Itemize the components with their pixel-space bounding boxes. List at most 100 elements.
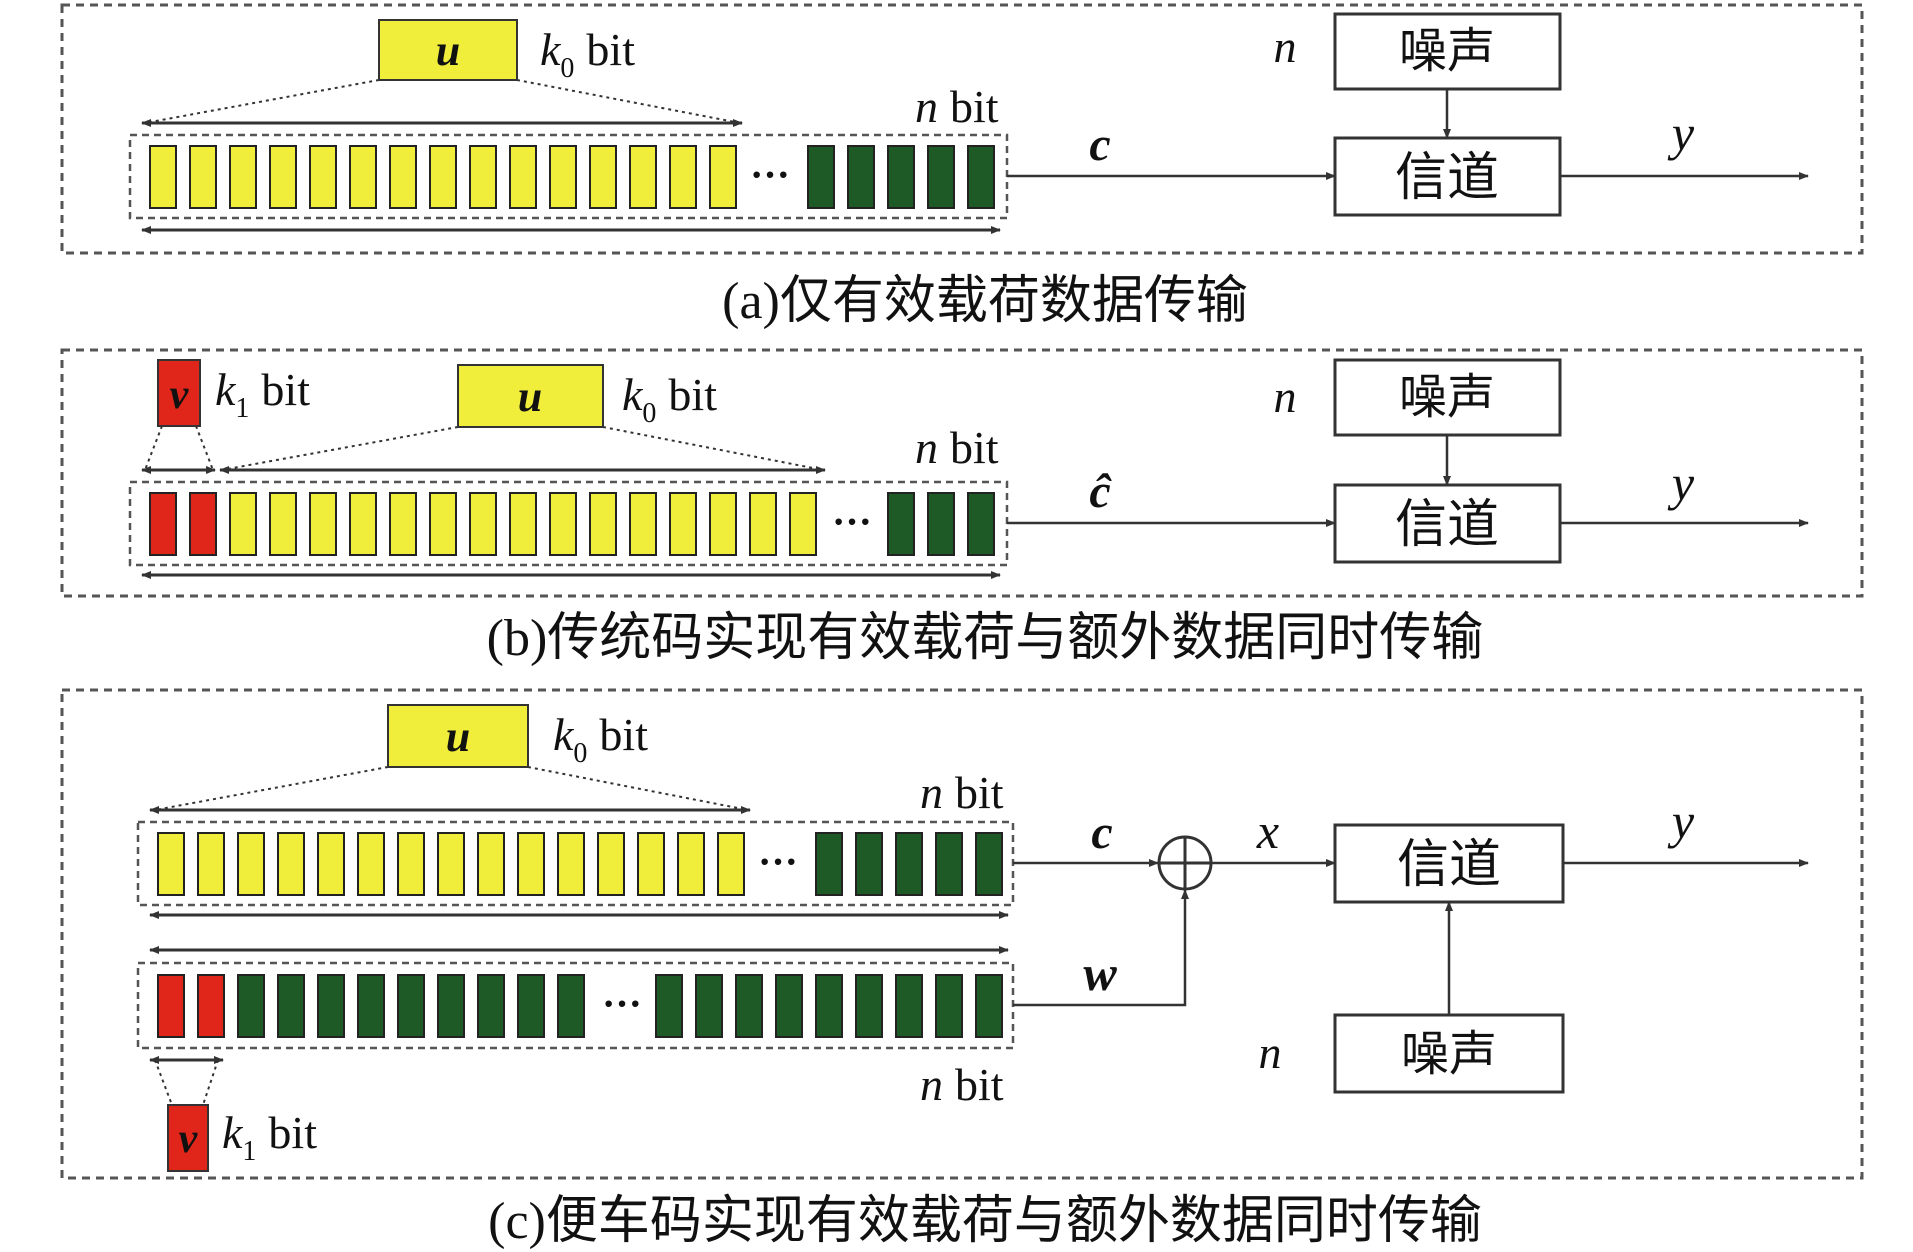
payload-bit-cell: [269, 145, 297, 209]
parity-bit-cell: [855, 974, 883, 1038]
n-unit: bit: [955, 767, 1004, 818]
caption-b: (b)传统码实现有效载荷与额外数据同时传输: [487, 610, 1484, 667]
parity-bit-cell: [437, 974, 465, 1038]
output-symbol: y: [1667, 105, 1695, 161]
u-dotted-left: [221, 426, 459, 471]
noise-label: 噪声: [1399, 371, 1495, 424]
parity-bit-cell: [967, 145, 995, 209]
codeword-symbol: c: [1089, 118, 1110, 171]
u-dotted-right: [527, 766, 749, 811]
payload-bit-cell: [669, 492, 697, 556]
extra-v-symbol: v: [179, 1116, 199, 1162]
payload-bit-cell: [389, 145, 417, 209]
n-unit: bit: [955, 1059, 1004, 1110]
payload-bit-cell: [789, 492, 817, 556]
caption-c: (c)便车码实现有效载荷与额外数据同时传输: [488, 1193, 1482, 1250]
payload-bit-cell: [429, 145, 457, 209]
parity-bit-cell: [895, 974, 923, 1038]
channel-label: 信道: [1397, 837, 1501, 894]
parity-bit-cell: [935, 974, 963, 1038]
payload-u-box: [378, 19, 518, 81]
k1-sub: 1: [242, 1136, 256, 1167]
u-dotted-left: [154, 766, 389, 811]
k1-var: k: [222, 1107, 244, 1158]
payload-bit-cell: [317, 832, 345, 896]
parity-bit-cell: [967, 492, 995, 556]
k1-unit: bit: [261, 364, 310, 415]
payload-bit-cell: [477, 832, 505, 896]
payload-bit-cell: [349, 145, 377, 209]
codeword-symbol: c: [1091, 806, 1112, 859]
payload-bit-cell: [629, 492, 657, 556]
payload-bit-cell: [557, 832, 585, 896]
circled-plus-icon: [1157, 835, 1213, 891]
payload-bit-cell: [189, 145, 217, 209]
payload-bit-cell: [517, 832, 545, 896]
panel-b-frame: [60, 348, 1864, 598]
parity-bit-cell: [317, 974, 345, 1038]
k0-var: k: [553, 709, 575, 760]
payload-bit-cell: [237, 832, 265, 896]
k1-var: k: [215, 364, 237, 415]
w-line: [1013, 889, 1189, 1007]
noise-label: 噪声: [1399, 25, 1495, 78]
payload-bit-cell: [589, 145, 617, 209]
parity-bit-cell: [935, 832, 963, 896]
channel-box: [1333, 823, 1565, 904]
payload-bit-cell: [597, 832, 625, 896]
n-var: n: [920, 1059, 943, 1110]
channel-box: [1333, 483, 1562, 564]
parity-bit-cell: [807, 145, 835, 209]
channel-label: 信道: [1395, 150, 1499, 207]
parity-bit-cell: [557, 974, 585, 1038]
payload-bit-cell: [509, 492, 537, 556]
extra-v-symbol: v: [170, 372, 190, 418]
panel-c-frame: [60, 688, 1864, 1180]
parity-bit-cell: [887, 145, 915, 209]
parity-bit-cell: [927, 492, 955, 556]
v-dotted-right: [202, 1059, 219, 1106]
payload-bit-cell: [749, 492, 777, 556]
parity-bit-cell: [855, 832, 883, 896]
payload-bit-cell: [709, 492, 737, 556]
parity-bit-cell: [927, 145, 955, 209]
payload-bit-cell: [629, 145, 657, 209]
parity-bit-cell: [237, 974, 265, 1038]
payload-bit-cell: [717, 832, 745, 896]
w-sequence-cells: [157, 974, 1003, 1038]
v-dotted-right: [195, 425, 214, 471]
parity-bit-cell: [975, 832, 1003, 896]
extra-bit-cell: [197, 974, 225, 1038]
payload-bit-cell: [429, 492, 457, 556]
payload-bit-cell: [349, 492, 377, 556]
n-var: n: [915, 81, 938, 132]
noise-var: n: [1259, 1027, 1282, 1078]
n-unit: bit: [950, 81, 999, 132]
parity-bit-cell: [975, 974, 1003, 1038]
ellipsis: ···: [832, 499, 872, 544]
parity-bit-cell: [357, 974, 385, 1038]
payload-bit-cell: [509, 145, 537, 209]
payload-u-symbol: u: [518, 372, 542, 421]
codeword-cells: [157, 832, 1003, 896]
payload-bit-cell: [309, 492, 337, 556]
k0-unit: bit: [599, 709, 648, 760]
parity-bit-cell: [477, 974, 505, 1038]
payload-bit-cell: [709, 145, 737, 209]
payload-bit-cell: [157, 832, 185, 896]
payload-bit-cell: [549, 145, 577, 209]
k1-unit: bit: [268, 1107, 317, 1158]
u-dotted-left: [144, 79, 380, 124]
parity-bit-cell: [277, 974, 305, 1038]
k0-var: k: [540, 24, 562, 75]
parity-bit-cell: [895, 832, 923, 896]
v-dotted-left: [144, 425, 163, 471]
noise-var: n: [1274, 371, 1297, 422]
k0-unit: bit: [668, 369, 717, 420]
output-symbol: y: [1667, 793, 1695, 849]
payload-bit-cell: [149, 145, 177, 209]
